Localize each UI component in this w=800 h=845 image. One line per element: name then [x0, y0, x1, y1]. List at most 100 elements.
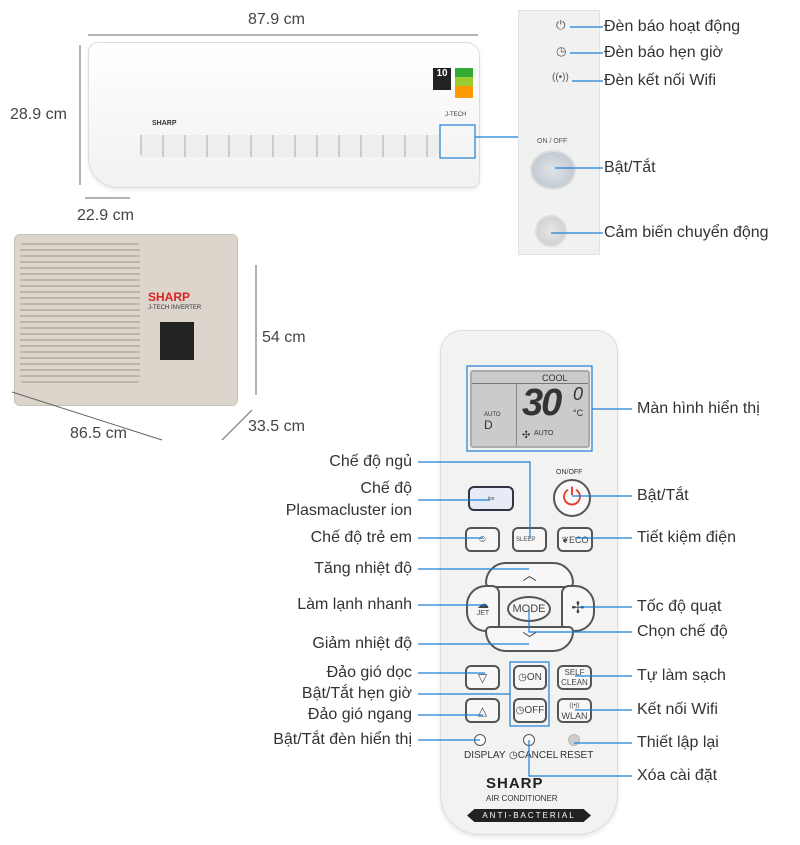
outdoor-width-label: 86.5 cm [70, 425, 127, 442]
lcd-temperature-decimal: 0 [573, 384, 584, 404]
warranty-badge: 10 [433, 68, 451, 90]
label-panel-power: Bật/Tắt [604, 159, 656, 176]
display-text: DISPLAY [464, 750, 506, 761]
plasmacluster-logo [160, 322, 194, 360]
ion-text: Ion [487, 495, 495, 502]
fan-icon: ✢ [571, 599, 585, 617]
lcd-left-letter: D [484, 418, 493, 432]
label-plasma-2: Plasmacluster ion [285, 502, 412, 519]
chevron-up-icon: ︿ [522, 567, 537, 583]
power-icon: ⏻ [562, 484, 582, 511]
remote-lcd-screen: COOL AUTO D 30 0 °C ✣ AUTO [470, 370, 590, 448]
label-fan: Tốc độ quạt [637, 598, 722, 615]
wlan-button[interactable]: ((•))WLAN [557, 698, 592, 723]
anti-bacterial-band: ANTI-BACTERIAL [467, 809, 591, 822]
remote-power-button[interactable]: ⏻ [553, 479, 591, 517]
self-clean-text: SELF CLEAN [561, 667, 588, 687]
label-jet: Làm lạnh nhanh [297, 596, 412, 613]
motion-sensor [535, 215, 567, 247]
label-swing-h: Đảo gió ngang [307, 706, 412, 723]
label-reset: Thiết lập lại [637, 734, 719, 751]
wifi-icon: ((•)) [569, 702, 580, 709]
label-swing-v: Đảo gió dọc [326, 664, 412, 681]
eco-text: ECO [569, 534, 589, 545]
sleep-button[interactable]: SLEEP [512, 527, 547, 552]
fan-speed-button[interactable]: ✢ [561, 585, 595, 632]
label-wifi: Kết nối Wifi [637, 701, 718, 718]
label-plasma-1: Chế độ [360, 480, 412, 497]
swing-horizontal-icon: △ [477, 703, 488, 718]
label-temp-up: Tăng nhiệt độ [314, 560, 412, 577]
label-eco: Tiết kiệm điện [637, 529, 736, 546]
label-wifi-light: Đèn kết nối Wifi [604, 72, 717, 89]
self-clean-button[interactable]: SELF CLEAN [557, 665, 592, 690]
label-power: Bật/Tắt [637, 487, 689, 504]
clock-icon: ◷ [509, 750, 518, 761]
chevron-down-icon: ﹀ [522, 631, 537, 647]
lcd-temperature: 30 [522, 382, 562, 424]
cancel-button[interactable] [523, 734, 535, 746]
plasmacluster-ion-button[interactable]: Ion [468, 486, 514, 511]
label-sleep: Chế độ ngủ [329, 453, 412, 470]
label-timer-light: Đèn báo hẹn giờ [604, 44, 724, 61]
temp-up-button[interactable]: ︿ [485, 562, 574, 588]
child-mode-button[interactable]: ☺ [465, 527, 500, 552]
label-timer: Bật/Tắt hẹn giờ [301, 685, 412, 702]
remote-subtitle: AIR CONDITIONER [486, 794, 558, 803]
label-motion-sensor: Cảm biến chuyển động [604, 224, 769, 241]
outdoor-tech-logo: J-TECH INVERTER [148, 305, 202, 311]
indoor-tech-logo: J-TECH [445, 112, 467, 118]
vertical-swing-button[interactable]: ▽ [465, 665, 500, 690]
leaf-icon: ❦ [561, 534, 570, 545]
label-child: Chế độ trẻ em [310, 529, 412, 546]
timer-on-button[interactable]: ◷ON [513, 665, 547, 690]
power-indicator-icon: ⏻ [556, 18, 566, 32]
outdoor-height-label: 54 cm [262, 329, 306, 346]
panel-power-button[interactable] [530, 150, 576, 190]
indoor-depth-label: 22.9 cm [77, 207, 134, 224]
label-mode: Chọn chế độ [637, 623, 728, 640]
jet-icon: ☁ [477, 596, 489, 611]
reset-text: RESET [560, 750, 594, 761]
timer-indicator-icon: ◷ [556, 44, 567, 58]
lcd-unit: °C [573, 408, 584, 418]
reset-button[interactable] [568, 734, 580, 746]
wifi-indicator-icon: ((•)) [552, 72, 569, 83]
mode-button[interactable]: MODE [507, 596, 551, 622]
eco-button[interactable]: ❦ECO [557, 527, 593, 552]
clock-icon: ◷ [515, 704, 525, 716]
indoor-unit-vent [140, 135, 440, 157]
panel-onoff-text: ON / OFF [537, 138, 568, 145]
label-cancel: Xóa cài đặt [637, 767, 718, 784]
outdoor-fan-grille [20, 243, 140, 383]
jet-button[interactable]: ☁JET [466, 585, 500, 632]
label-screen: Màn hình hiển thị [637, 400, 760, 417]
label-self-clean: Tự làm sạch [637, 667, 726, 684]
label-power-light: Đèn báo hoạt động [604, 18, 741, 35]
outdoor-depth-label: 33.5 cm [248, 418, 305, 435]
cancel-text: ◷CANCEL [509, 750, 558, 761]
indoor-height-label: 28.9 cm [10, 106, 67, 123]
horizontal-swing-button[interactable]: △ [465, 698, 500, 723]
child-icon: ☺ [477, 533, 488, 545]
indoor-display-panel [518, 10, 600, 255]
label-display: Bật/Tắt đèn hiển thị [273, 731, 412, 748]
wlan-text: WLAN [561, 710, 588, 721]
outdoor-brand-logo: SHARP [148, 290, 191, 304]
timer-off-text: OFF [524, 704, 545, 716]
temp-down-button[interactable]: ﹀ [485, 626, 574, 652]
swing-vertical-icon: ▽ [477, 670, 488, 685]
lcd-fan-mode: AUTO [534, 430, 554, 437]
timer-on-text: ON [526, 671, 542, 683]
onoff-text: ON/OFF [556, 469, 583, 476]
jet-text: JET [476, 609, 490, 617]
timer-off-button[interactable]: ◷OFF [513, 698, 547, 723]
indoor-brand-logo: SHARP [152, 120, 177, 127]
indoor-width-label: 87.9 cm [248, 11, 305, 28]
remote-brand-logo: SHARP [486, 775, 544, 792]
cancel-label: CANCEL [517, 750, 559, 761]
display-button[interactable] [474, 734, 486, 746]
indoor-unit [88, 42, 480, 188]
sleep-text: SLEEP [516, 536, 536, 543]
lcd-fan-icon: ✣ [522, 430, 531, 441]
